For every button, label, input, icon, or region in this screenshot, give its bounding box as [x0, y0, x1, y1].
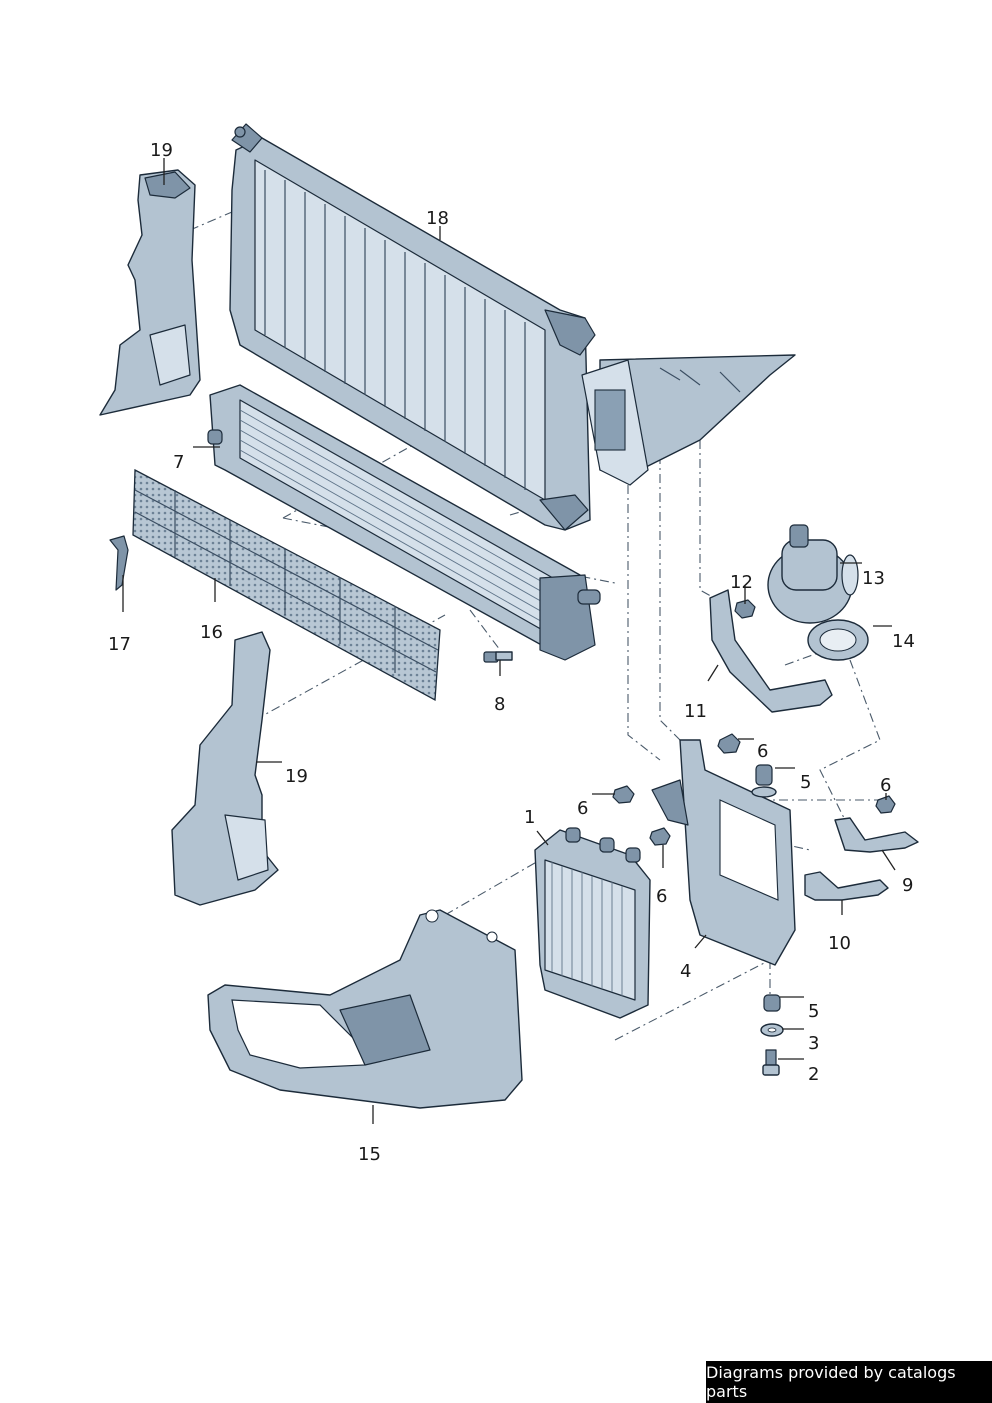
bolt-2 — [762, 1049, 780, 1076]
callout-5-lower: 5 — [808, 1001, 819, 1022]
nut-6-top — [717, 733, 741, 754]
callout-6-top: 6 — [757, 741, 768, 762]
callouts: 19 18 7 17 16 8 19 12 13 14 11 6 5 6 6 1… — [108, 140, 915, 1165]
callout-1: 1 — [524, 807, 535, 828]
callout-15: 15 — [358, 1144, 381, 1165]
callout-4: 4 — [680, 961, 691, 982]
callout-9: 9 — [902, 875, 913, 896]
air-guide-upper — [99, 169, 201, 416]
radiator — [229, 123, 596, 531]
air-guide-lower — [171, 631, 279, 906]
callout-16: 16 — [200, 622, 223, 643]
hose-clamp-9 — [834, 817, 919, 853]
callout-6-right: 6 — [880, 775, 891, 796]
callout-3: 3 — [808, 1033, 819, 1054]
cooler-mounting-bracket — [651, 739, 796, 966]
hose-clamp-10 — [804, 871, 889, 901]
coolant-pump — [767, 524, 859, 624]
pump-bracket — [709, 589, 833, 713]
rubber-mount-5-lower — [763, 994, 781, 1012]
pump-seal-ring — [807, 619, 869, 661]
auxiliary-radiator — [534, 827, 651, 1019]
callout-12: 12 — [730, 572, 753, 593]
callout-11: 11 — [684, 701, 707, 722]
radiator-grille — [132, 468, 441, 702]
air-duct — [207, 909, 523, 1109]
callout-17: 17 — [108, 634, 131, 655]
front-crossmember — [581, 354, 796, 486]
retaining-clip — [109, 535, 129, 591]
nut-6-left — [612, 785, 635, 804]
callout-13: 13 — [862, 568, 885, 589]
rubber-mount-5-upper — [751, 764, 777, 798]
callout-19-lower: 19 — [285, 766, 308, 787]
callout-8: 8 — [494, 694, 505, 715]
watermark-banner: Diagrams provided by catalogs parts — [706, 1361, 992, 1403]
nut-6-lower — [649, 827, 671, 846]
charge-air-cooler — [207, 384, 601, 661]
callout-5-upper: 5 — [800, 772, 811, 793]
leader-lines — [122, 158, 896, 1124]
watermark-text: Diagrams provided by catalogs parts — [706, 1363, 956, 1401]
callout-2: 2 — [808, 1064, 819, 1085]
callout-7: 7 — [173, 452, 184, 473]
callout-18: 18 — [426, 208, 449, 229]
callout-10: 10 — [828, 933, 851, 954]
nut-12 — [734, 599, 756, 619]
callout-19-upper: 19 — [150, 140, 173, 161]
nut-6-right — [875, 795, 896, 814]
washer-3 — [760, 1023, 784, 1037]
bolt-8 — [483, 651, 513, 663]
callout-14: 14 — [892, 631, 915, 652]
callout-6-lower: 6 — [656, 886, 667, 907]
callout-6-left: 6 — [577, 798, 588, 819]
